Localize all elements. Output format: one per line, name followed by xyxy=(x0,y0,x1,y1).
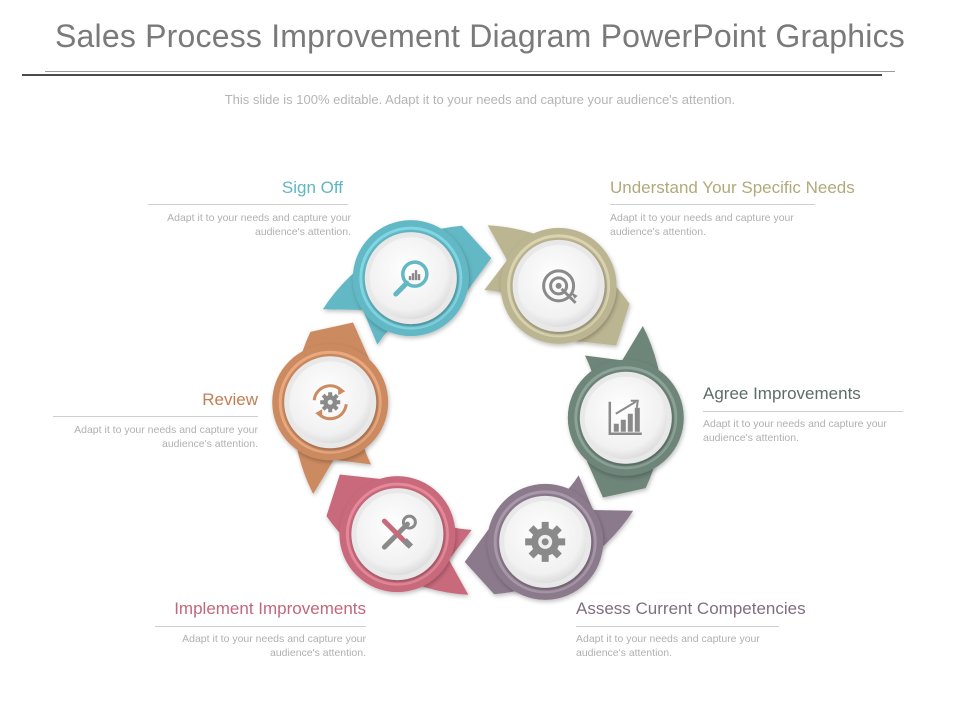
step-line-agree-improvements xyxy=(703,411,903,412)
step-line-review xyxy=(53,416,258,417)
step-line-assess-competencies xyxy=(576,626,779,627)
step-line-sign-off xyxy=(148,204,348,205)
step-desc-implement-improvements: Adapt it to your needs and capture your … xyxy=(182,633,366,659)
step-node-0 xyxy=(500,227,617,344)
step-label-understand-needs: Understand Your Specific Needs xyxy=(610,178,855,197)
step-node-3 xyxy=(339,476,456,593)
step-line-implement-improvements xyxy=(155,626,366,627)
step-line-understand-needs xyxy=(610,204,815,205)
step-label-review: Review xyxy=(202,390,258,409)
step-desc-assess-competencies: Adapt it to your needs and capture your … xyxy=(576,633,760,659)
page-title: Sales Process Improvement Diagram PowerP… xyxy=(54,18,906,54)
step-node-2 xyxy=(487,483,604,600)
step-label-sign-off: Sign Off xyxy=(281,178,343,197)
bar-chart-icon xyxy=(608,399,642,435)
step-desc-understand-needs: Adapt it to your needs and capture your … xyxy=(610,212,794,238)
step-desc-agree-improvements: Adapt it to your needs and capture your … xyxy=(703,418,887,444)
step-desc-sign-off: Adapt it to your needs and capture your … xyxy=(167,212,351,238)
target-icon xyxy=(542,269,578,304)
step-node-4 xyxy=(272,344,389,461)
title-underline xyxy=(22,74,882,76)
tools-icon xyxy=(381,514,417,550)
step-desc-review: Adapt it to your needs and capture your … xyxy=(74,424,258,450)
step-label-implement-improvements: Implement Improvements xyxy=(174,599,366,618)
step-node-5 xyxy=(352,220,469,337)
step-label-agree-improvements: Agree Improvements xyxy=(703,384,861,403)
title-underline-thin xyxy=(45,71,895,72)
magnifier-chart-icon xyxy=(393,260,429,297)
step-label-assess-competencies: Assess Current Competencies xyxy=(576,599,806,618)
gear-icon xyxy=(525,521,566,562)
step-node-1 xyxy=(567,359,684,476)
page-subtitle: This slide is 100% editable. Adapt it to… xyxy=(224,92,736,107)
refresh-gear-icon xyxy=(312,384,348,421)
